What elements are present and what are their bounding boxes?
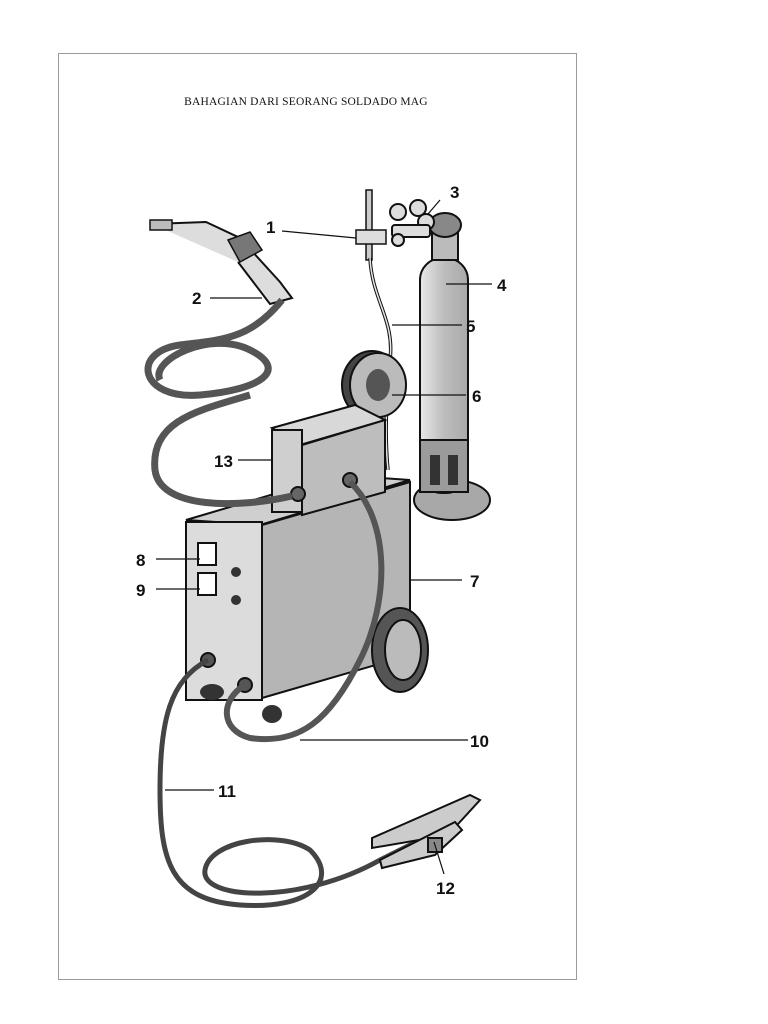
machine-cabinet: [185, 473, 429, 723]
leader-lines: [156, 199, 492, 875]
display-8: [197, 542, 217, 566]
callout-2: 2: [192, 289, 201, 308]
gas-cylinder: [413, 212, 491, 521]
cable-10: [223, 479, 385, 743]
diagram-title: BAHAGIAN DARI SEORANG SOLDADO MAG: [184, 96, 428, 108]
regulator: [389, 199, 435, 247]
welding-torch: [144, 219, 294, 508]
callout-3: 3: [450, 183, 459, 202]
callout-10: 10: [470, 732, 489, 751]
callout-12: 12: [436, 879, 455, 898]
callout-8: 8: [136, 551, 145, 570]
callout-9: 9: [136, 581, 145, 600]
callout-5: 5: [466, 317, 475, 336]
callout-7: 7: [470, 572, 479, 591]
callout-11: 11: [218, 782, 236, 801]
callout-13: 13: [214, 452, 233, 471]
ground-clamp: [371, 793, 482, 870]
callout-4: 4: [497, 276, 507, 295]
callout-1: 1: [266, 218, 275, 237]
callout-6: 6: [472, 387, 481, 406]
cable-11: [157, 657, 442, 909]
display-9: [197, 572, 217, 596]
